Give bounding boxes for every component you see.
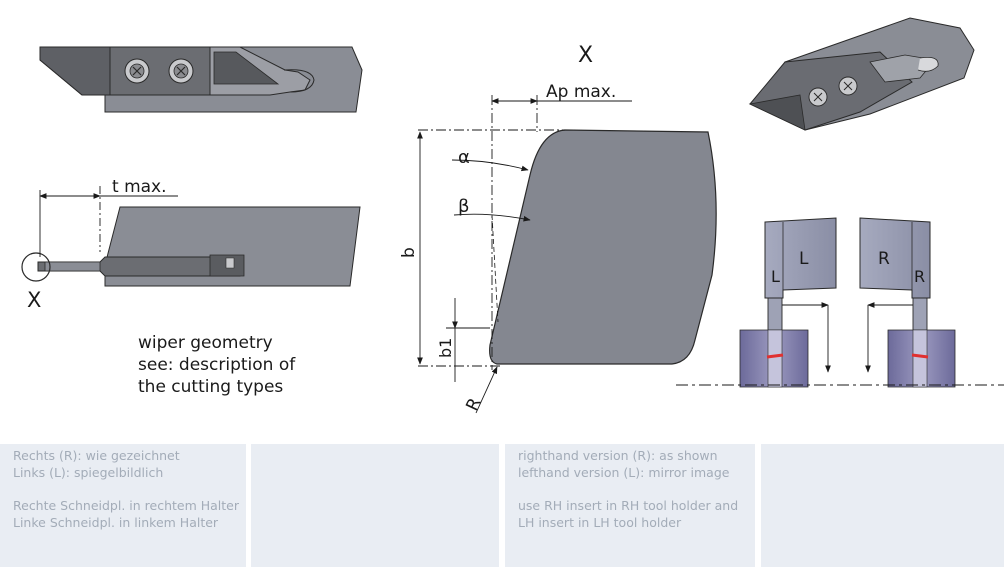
detail-circle [21,252,51,282]
screw-icon [808,87,828,107]
technical-drawing: t max. X X Ap max. b b1 R α β [21,17,1004,414]
dim-ap-max: Ap max. [546,82,616,102]
lr-holder-diagram [676,217,1004,388]
screw-icon [838,76,858,96]
hand-label-left-side: L [771,267,780,286]
panel-line: Links (L): spiegelbildlich [13,464,164,480]
panel-line: use RH insert in RH tool holder and [518,498,739,513]
panel-line: Rechts (R): wie gezeichnet [13,448,180,463]
screw-icon [124,58,150,84]
panel-english: righthand version (R): as shown lefthand… [505,444,755,567]
panel-line: righthand version (R): as shown [518,448,718,463]
panel-line: Linke Schneidpl. in linkem Halter [13,514,219,530]
panel-line: Rechte Schneidpl. in rechtem Halter [13,498,240,513]
insert-geometry [417,95,717,414]
view-label-main: X [578,43,593,68]
note-line: see: description of [138,355,296,375]
tool-front-view [21,186,361,287]
panel-empty-1 [251,444,499,567]
hand-label-right: R [878,249,890,269]
screw-icon [168,58,194,84]
tool-top-view [39,46,363,113]
panel-german: Rechts (R): wie gezeichnet Links (L): sp… [0,444,246,567]
view-label-side: X [27,288,41,312]
info-panels: Rechts (R): wie gezeichnet Links (L): sp… [0,444,1004,567]
angle-beta: β [458,196,470,217]
dim-r: R [462,395,485,414]
panel-empty-2 [761,444,1004,567]
hand-label-left: L [799,249,809,269]
wiper-note: wiper geometry see: description of the c… [138,332,295,398]
panel-line: LH insert in LH tool holder [518,514,682,530]
note-line: the cutting types [138,377,284,397]
dim-b1: b1 [436,338,455,358]
tool-3d-view [748,17,975,131]
panel-line: lefthand version (L): mirror image [518,464,730,480]
note-line: wiper geometry [138,333,273,353]
angle-alpha: α [458,147,470,168]
dim-t-max: t max. [112,177,167,197]
hand-label-right-side: R [914,267,925,286]
dim-b: b [399,247,419,258]
